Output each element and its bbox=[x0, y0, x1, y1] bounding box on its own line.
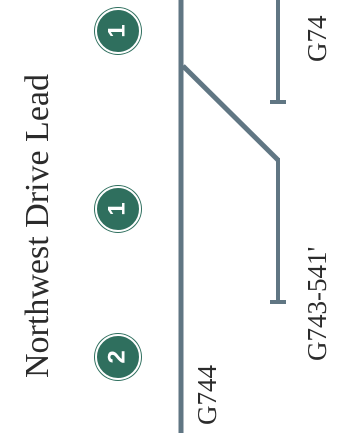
crossover-line bbox=[181, 64, 280, 162]
track-label-top: G74 bbox=[302, 15, 332, 63]
route-badge-1-label: 1 bbox=[103, 24, 131, 38]
lead-title: Northwest Drive Lead bbox=[19, 73, 56, 378]
track-label-main: G744 bbox=[192, 365, 222, 425]
route-badge-3: 2 bbox=[95, 334, 141, 380]
route-badge-1: 1 bbox=[95, 8, 141, 54]
track-label-siding: G743-541' bbox=[302, 246, 332, 361]
route-badge-2: 1 bbox=[95, 186, 141, 232]
route-badge-3-label: 2 bbox=[103, 350, 131, 364]
route-badge-2-label: 1 bbox=[103, 202, 131, 216]
